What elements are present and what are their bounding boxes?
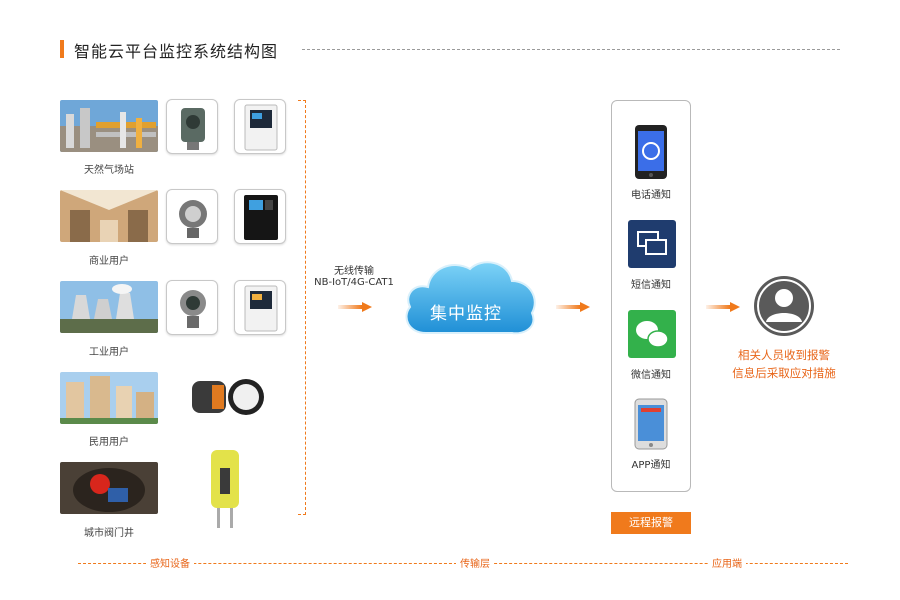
result-line1: 相关人员收到报警 — [738, 348, 830, 362]
footer-label-transport: 传输层 — [456, 555, 494, 570]
scene-industrial-image — [60, 281, 158, 333]
scene-residential-image — [60, 372, 158, 424]
scene-label: 民用用户 — [89, 437, 129, 448]
gas-detector-device — [166, 189, 218, 244]
notification-label: APP通知 — [631, 460, 671, 471]
remote-alarm-label: 远程报警 — [611, 512, 691, 534]
gas-detector-device — [166, 280, 218, 335]
controller-device — [234, 99, 286, 154]
footer-label-application: 应用端 — [708, 555, 746, 570]
title-divider — [302, 49, 840, 50]
scene-valve-well-image — [60, 462, 158, 514]
wechat-icon — [628, 310, 676, 358]
scene-commercial-image — [60, 190, 158, 242]
scene-label: 天然气场站 — [84, 165, 134, 176]
controller-device — [234, 189, 286, 244]
gas-detector-device — [166, 99, 218, 154]
transport-line2: NB-IoT/4G-CAT1 — [314, 277, 394, 288]
notification-label: 微信通知 — [631, 370, 671, 381]
sensing-devices-bracket — [298, 100, 306, 515]
sms-icon — [628, 220, 676, 268]
arrow-right-icon — [706, 302, 740, 312]
arrow-right-icon — [556, 302, 590, 312]
notification-label: 电话通知 — [631, 190, 671, 201]
footer-label-sensing: 感知设备 — [146, 555, 194, 570]
smart-meter-device — [190, 375, 274, 419]
controller-device — [234, 280, 286, 335]
arrow-right-icon — [338, 302, 372, 312]
cloud-icon — [405, 261, 536, 335]
cloud-label: 集中监控 — [430, 304, 502, 324]
app-icon — [632, 398, 670, 450]
page-title: 智能云平台监控系统结构图 — [74, 42, 279, 61]
title-accent-bar — [60, 40, 64, 58]
notification-label: 短信通知 — [631, 280, 671, 291]
scene-gas-station-image — [60, 100, 158, 152]
transport-line1: 无线传输 — [334, 266, 374, 277]
valve-well-sensor-device — [205, 444, 245, 530]
result-line2: 信息后采取应对措施 — [732, 366, 836, 380]
phone-call-icon — [632, 124, 670, 180]
user-avatar-icon — [754, 276, 814, 336]
scene-label: 商业用户 — [89, 256, 129, 267]
scene-label: 城市阀门井 — [84, 528, 134, 539]
scene-label: 工业用户 — [89, 347, 129, 358]
